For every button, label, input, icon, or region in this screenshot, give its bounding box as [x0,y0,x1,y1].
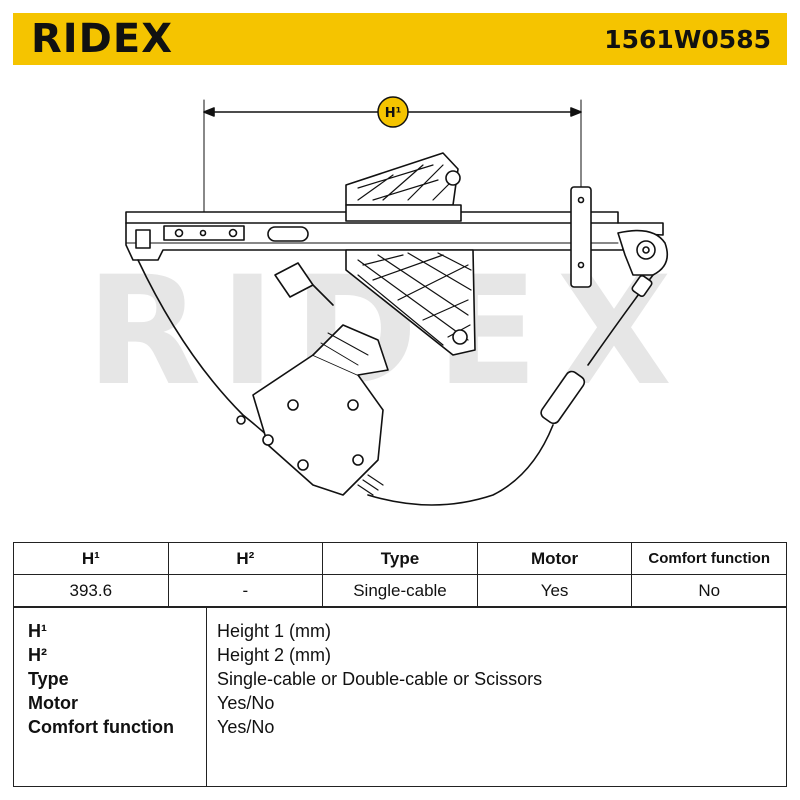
header-h2: H² [167,542,324,575]
specs-table: H¹ H² Type Motor Comfort function 393.6 … [13,542,787,607]
header-bar: RIDEX 1561W0585 [13,13,787,65]
legend-key: H¹ [28,621,47,641]
connector [274,262,314,298]
h1-badge: H¹ [377,96,409,128]
part-number: 1561W0585 [604,24,771,54]
specs-value-row: 393.6 - Single-cable Yes No [13,574,787,607]
header-motor: Motor [476,542,633,575]
legend-key: Type [28,669,69,689]
header-comfort-function: Comfort function [631,542,787,575]
legend-divider [206,608,207,786]
value-h2: - [167,574,324,607]
legend-value: Height 2 (mm) [217,645,332,665]
motor-housing [252,354,384,496]
rail-clip [570,186,592,288]
legend-box: H¹ Height 1 (mm) H² Height 2 (mm) Type S… [13,607,787,787]
legend-row: Comfort function Yes/No [14,715,788,739]
value-h1: 393.6 [13,574,169,607]
value-motor: Yes [476,574,633,607]
window-regulator-drawing: H¹ [125,96,669,506]
legend-value: Single-cable or Double-cable or Scissors [217,669,543,689]
legend-value: Yes/No [217,717,275,737]
legend-row: H¹ Height 1 (mm) [14,619,788,643]
legend-key: H² [28,645,47,665]
legend-value: Height 1 (mm) [217,621,332,641]
header-type: Type [322,542,478,575]
value-comfort-function: No [631,574,787,607]
specs-header-row: H¹ H² Type Motor Comfort function [13,542,787,575]
legend-value: Yes/No [217,693,275,713]
h1-badge-label: H¹ [385,106,402,121]
product-drawing: RIDEX [13,65,787,540]
legend-row: Motor Yes/No [14,691,788,715]
header-h1: H¹ [13,542,169,575]
brand-logo: RIDEX [31,16,174,62]
value-type: Single-cable [322,574,478,607]
legend-key: Comfort function [28,717,174,737]
legend-row: H² Height 2 (mm) [14,643,788,667]
cable-bottom [367,424,554,506]
legend-row: Type Single-cable or Double-cable or Sci… [14,667,788,691]
lower-carrier [345,249,476,356]
legend-key: Motor [28,693,78,713]
